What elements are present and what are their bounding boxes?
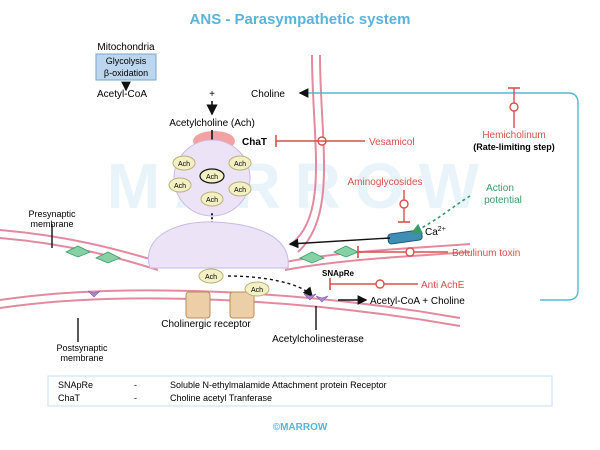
ach-molecule bbox=[200, 191, 224, 207]
ach-molecule bbox=[228, 181, 252, 197]
legend-definition: Choline acetyl Tranferase bbox=[170, 393, 272, 403]
beta-oxidation-label: β-oxidation bbox=[104, 68, 148, 78]
aminoglycosides-block-icon bbox=[399, 199, 409, 209]
membrane-lines bbox=[0, 54, 471, 327]
ach-molecule-label: Ach bbox=[174, 183, 186, 190]
ach-molecule bbox=[228, 155, 252, 171]
acetylcholine-label: Acetylcholine (Ach) bbox=[169, 118, 255, 129]
hemicholinum-block-icon bbox=[509, 102, 519, 112]
footer-brand: ©MARROW bbox=[273, 422, 328, 433]
vesamicol-label: Vesamicol bbox=[369, 137, 415, 148]
ach-molecule-label: Ach bbox=[206, 197, 218, 204]
cholinergic-receptor bbox=[229, 291, 255, 319]
snapre-label: SNApRe bbox=[322, 269, 355, 278]
snapre-protein bbox=[95, 251, 121, 264]
action-potential-label: potential bbox=[484, 195, 522, 206]
legend-dash: - bbox=[134, 393, 137, 403]
snapre-protein bbox=[333, 245, 359, 258]
chat-label: ChaT bbox=[242, 137, 267, 148]
mitochondria-label: Mitochondria bbox=[97, 42, 155, 53]
presynaptic-label: Presynaptic bbox=[28, 209, 76, 219]
legend-dash: - bbox=[134, 380, 137, 390]
acetyl-coa-label: Acetyl-CoA bbox=[97, 89, 147, 100]
postsynaptic-label: membrane bbox=[60, 353, 103, 363]
aminoglycosides-label: Aminoglycosides bbox=[347, 177, 422, 188]
plus-sign: + bbox=[209, 89, 215, 100]
acetylcholinesterase-label: Acetylcholinesterase bbox=[272, 334, 364, 345]
ach-molecule bbox=[168, 177, 192, 193]
legend-row: ChaT - Choline acetyl Tranferase bbox=[58, 393, 272, 403]
acetylcholinesterase-icon bbox=[87, 290, 329, 303]
ach-molecule-label: Ach bbox=[234, 187, 246, 194]
action-potential-path bbox=[410, 195, 471, 234]
watermark-text: MARROW bbox=[107, 150, 493, 222]
botulinum-block-icon bbox=[405, 247, 415, 257]
postsynaptic-label: Postsynaptic bbox=[56, 343, 108, 353]
glycolysis-label: Glycolysis bbox=[106, 56, 147, 66]
anti-ache-block-icon bbox=[375, 279, 385, 289]
ach-bound-label: Ach bbox=[251, 287, 263, 294]
ach-molecule-label: Ach bbox=[206, 174, 218, 181]
botulinum-label: Botulinum toxin bbox=[452, 248, 520, 259]
metabolism-box bbox=[95, 53, 157, 81]
ach-molecule-label: Ach bbox=[178, 161, 190, 168]
ach-bound bbox=[244, 281, 270, 297]
snapre-protein bbox=[299, 251, 325, 264]
presynaptic-terminal bbox=[147, 221, 289, 269]
ach-molecule bbox=[199, 168, 225, 184]
vesicle-molecules: Ach Ach Ach Ach Ach Ach bbox=[168, 155, 252, 207]
legend-abbr: ChaT bbox=[58, 393, 81, 403]
diagram-title: ANS - Parasympathetic system bbox=[190, 11, 411, 28]
legend-box bbox=[47, 375, 553, 407]
receptor-label: Cholinergic receptor bbox=[161, 319, 251, 330]
ach-released-label: Ach bbox=[205, 274, 217, 281]
choline-label: Choline bbox=[251, 89, 285, 100]
calcium-label: Ca2+ bbox=[425, 226, 446, 238]
anti-ache-label: Anti AchE bbox=[421, 280, 465, 291]
snapre-proteins bbox=[65, 245, 359, 264]
hydrolysis-products: Acetyl-CoA + Choline bbox=[370, 296, 465, 307]
action-potential-label: Action bbox=[486, 183, 514, 194]
snapre-protein bbox=[65, 245, 91, 258]
cholinergic-receptor bbox=[185, 291, 211, 319]
ach-diffusion-path bbox=[227, 275, 313, 298]
ach-released bbox=[198, 268, 224, 284]
hemicholinum-label: Hemicholinum bbox=[482, 130, 545, 141]
calcium-influx-arrow bbox=[288, 237, 391, 249]
choline-reuptake-path bbox=[298, 88, 579, 301]
ach-molecule-label: Ach bbox=[234, 161, 246, 168]
hemicholinum-note: (Rate-limiting step) bbox=[473, 142, 555, 152]
ach-molecule bbox=[172, 155, 196, 171]
legend-definition: Soluble N-ethylmalamide Attachment prote… bbox=[170, 380, 387, 390]
legend-row: SNApRe - Soluble N-ethylmalamide Attachm… bbox=[58, 380, 387, 390]
legend-abbr: SNApRe bbox=[58, 380, 93, 390]
calcium-channel bbox=[387, 229, 423, 245]
presynaptic-label: membrane bbox=[30, 219, 73, 229]
